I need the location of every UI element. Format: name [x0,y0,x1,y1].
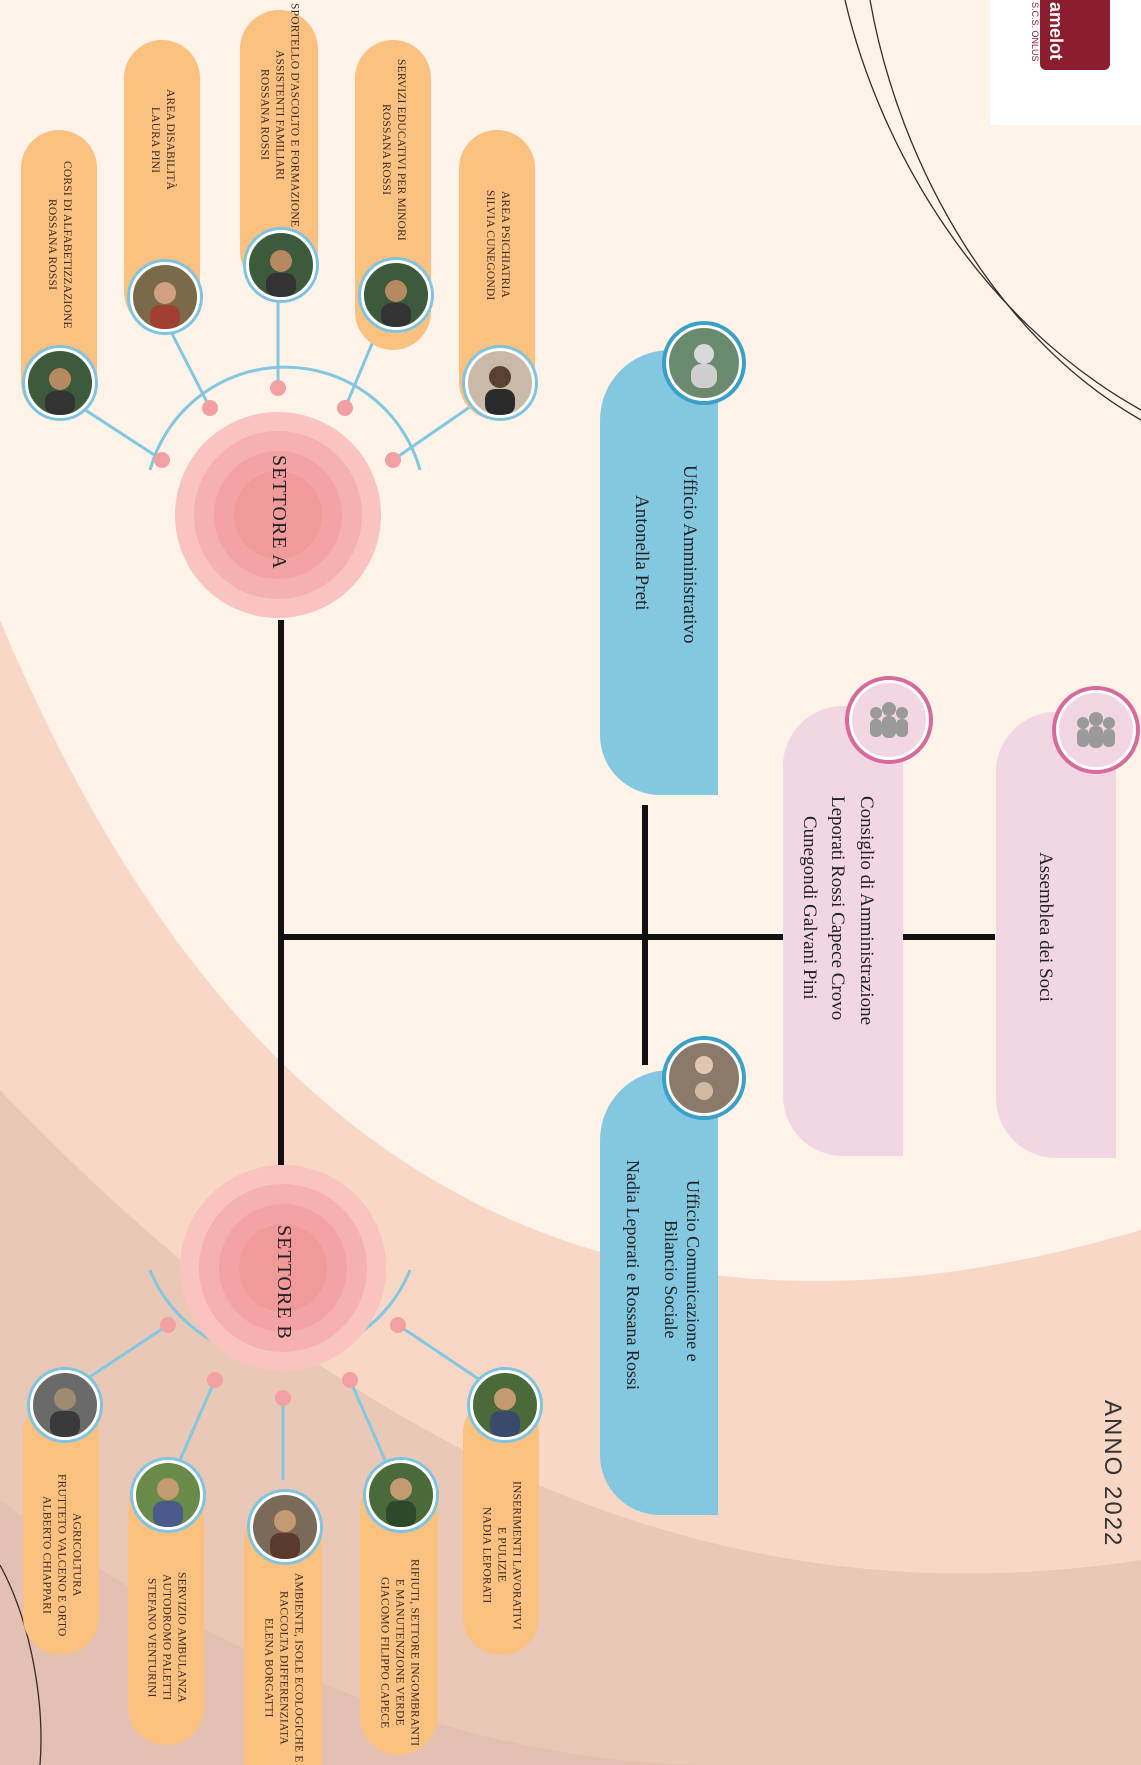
logo: amelot S.C.S. ONLUS [990,0,1141,125]
area-title: INSERIMENTI LAVORATIVI [510,1480,523,1630]
consiglio-box: Consiglio di Amministrazione Leporati Ro… [783,706,903,1156]
area-title: SERVIZI EDUCATIVI PER MINORI [395,59,407,241]
area-subtitle: FRUTTETO VALCENO E ORTO [55,1473,68,1637]
area-title: SPORTELLO D'ASCOLTO E FORMAZIONE [288,2,301,228]
year-label: ANNO 2022 [1099,1400,1126,1548]
area-subtitle: RACCOLTA DIFFERENZIATA [277,1590,290,1745]
assemblea-box: Assemblea dei Soci [996,712,1116,1158]
logo-text: amelot [1046,2,1066,61]
person-photo-icon [361,260,431,330]
area-subtitle: ASSISTENTI FAMILIARI [273,50,286,180]
comunicazione-person-photo [666,1040,742,1116]
area-title: SERVIZIO AMBULANZA [175,1572,188,1703]
area-person: ROSSANA ROSSI [258,69,271,161]
person-photo-icon [130,262,200,332]
settore-b-circle [180,1165,386,1371]
ufficio-comunicazione-box: Ufficio Comunicazione e Bilancio Sociale… [600,1070,718,1515]
consiglio-members-1: Leporati Rossi Capece Crovo [827,796,848,1021]
area-title: AMBIENTE, ISOLE ECOLOGICHE E [292,1572,305,1763]
area-person: ROSSANA ROSSI [46,199,58,291]
ufficio-amministrativo-person: Antonella Preti [631,495,652,611]
area-person: GIACOMO FILIPPO CAPECE [378,1576,391,1729]
area-title: RIFIUTI, SETTORE INGOMBRANTI [408,1558,421,1747]
settore-b-label: SETTORE B [273,1225,295,1340]
ufficio-comunicazione-person: Nadia Leporati e Rossana Rossi [623,1160,643,1390]
area-title: CORSI DI ALFABETIZZAZIONE [61,161,73,329]
area-person: ROSSANA ROSSI [380,104,392,196]
person-photo-icon [465,348,535,418]
person-photo-icon [133,1460,203,1530]
area-subtitle: E MANUTENZIONE VERDE [393,1579,406,1726]
area-person: STEFANO VENTURINI [145,1577,158,1698]
assemblea-title: Assemblea dei Soci [1035,852,1056,1002]
area-person: ELENA BORGATTI [262,1617,275,1718]
ufficio-amministrativo-title: Ufficio Amministrativo [679,465,700,644]
area-person: SILVIA CUNEGONDI [484,189,496,301]
ufficio-comunicazione-title-2: Bilancio Sociale [661,1220,681,1339]
person-photo-icon [30,1370,100,1440]
ufficio-comunicazione-title: Ufficio Comunicazione e [683,1180,703,1362]
consiglio-people-icon [849,680,929,760]
amministrativo-person-photo [666,325,742,401]
logo-castle-icon [1040,0,1110,70]
person-photo-icon [250,1492,320,1562]
ufficio-amministrativo-box: Ufficio Amministrativo Antonella Preti [600,350,718,795]
person-photo-icon [25,348,95,418]
person-photo-icon [366,1460,436,1530]
logo-subtext: S.C.S. ONLUS [1030,2,1040,62]
area-person: LAURA PINI [149,106,161,174]
area-title: AGRICOLTURA [70,1513,83,1597]
consiglio-title: Consiglio di Amministrazione [856,796,877,1026]
area-subtitle: E PULIZIE [495,1527,508,1583]
area-person: ALBERTO CHIAPPARI [40,1495,53,1615]
area-title: AREA PSICHIATRIA [499,191,511,299]
settore-a-label: SETTORE A [268,455,290,570]
person-photo-icon [246,230,316,300]
consiglio-members-2: Cunegondi Galvani Pini [799,816,820,1000]
area-title: AREA DISABILITÀ [164,89,176,191]
area-subtitle: AUTODROMO PALETTI [160,1574,173,1701]
person-photo-icon [470,1370,540,1440]
area-person: NADIA LEPORATI [480,1506,493,1604]
assemblea-people-icon [1056,690,1136,770]
settore-a-circle [175,412,381,618]
